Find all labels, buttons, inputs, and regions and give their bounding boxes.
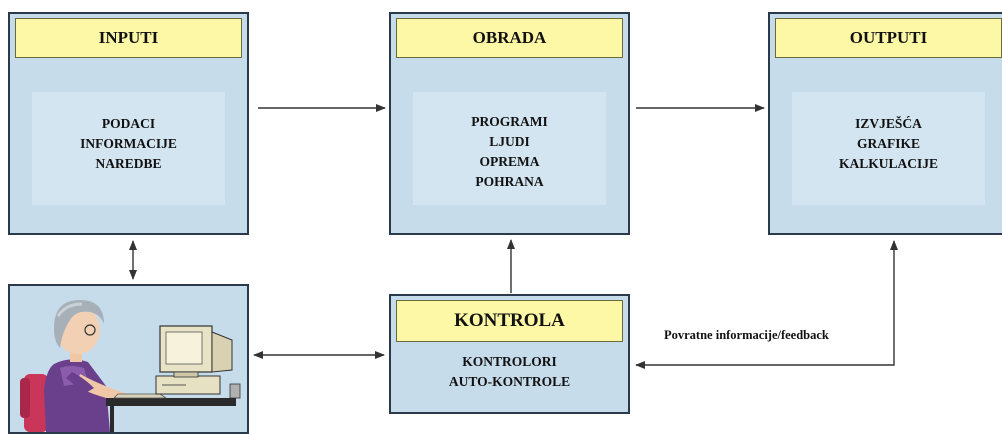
connector-arrows	[129, 104, 898, 369]
feedback-label: Povratne informacije/feedback	[664, 328, 829, 342]
inputi-header: INPUTI	[15, 18, 242, 58]
inputi-body: PODACI INFORMACIJE NAREDBE	[10, 114, 247, 174]
inputi-inner-panel	[32, 92, 225, 205]
obrada-line: LJUDI	[489, 134, 530, 149]
arrow-feedback-outputi-to-kontrola	[635, 240, 898, 369]
outputi-body: IZVJEŠĆA GRAFIKE KALKULACIJE	[770, 114, 1002, 174]
obrada-line: POHRANA	[475, 174, 544, 189]
obrada-body: PROGRAMI LJUDI OPREMA POHRANA	[391, 112, 628, 192]
obrada-line: OPREMA	[479, 154, 540, 169]
outputi-line: KALKULACIJE	[838, 156, 938, 171]
inputi-line: PODACI	[101, 116, 156, 131]
user-box	[8, 284, 249, 434]
obrada-box: OBRADA PROGRAMI LJUDI OPREMA POHRANA	[389, 12, 630, 235]
obrada-header: OBRADA	[396, 18, 623, 58]
outputi-header: OUTPUTI	[775, 18, 1002, 58]
inputi-box: INPUTI PODACI INFORMACIJE NAREDBE	[8, 12, 249, 235]
obrada-line: PROGRAMI	[471, 114, 548, 129]
inputi-line: NAREDBE	[95, 156, 162, 171]
kontrola-line: AUTO-KONTROLE	[448, 374, 571, 389]
outputi-box: OUTPUTI IZVJEŠĆA GRAFIKE KALKULACIJE	[768, 12, 1002, 235]
kontrola-line: KONTROLORI	[462, 354, 557, 369]
inputi-line: INFORMACIJE	[80, 136, 177, 151]
person-at-computer-icon	[20, 300, 241, 432]
kontrola-header: KONTROLA	[396, 300, 623, 342]
obrada-inner-panel	[413, 92, 606, 205]
outputi-inner-panel	[792, 92, 985, 205]
kontrola-body: KONTROLORI AUTO-KONTROLE	[391, 352, 628, 392]
outputi-line: IZVJEŠĆA	[855, 116, 922, 131]
kontrola-box: KONTROLA KONTROLORI AUTO-KONTROLE	[389, 294, 630, 414]
outputi-line: GRAFIKE	[856, 136, 920, 151]
